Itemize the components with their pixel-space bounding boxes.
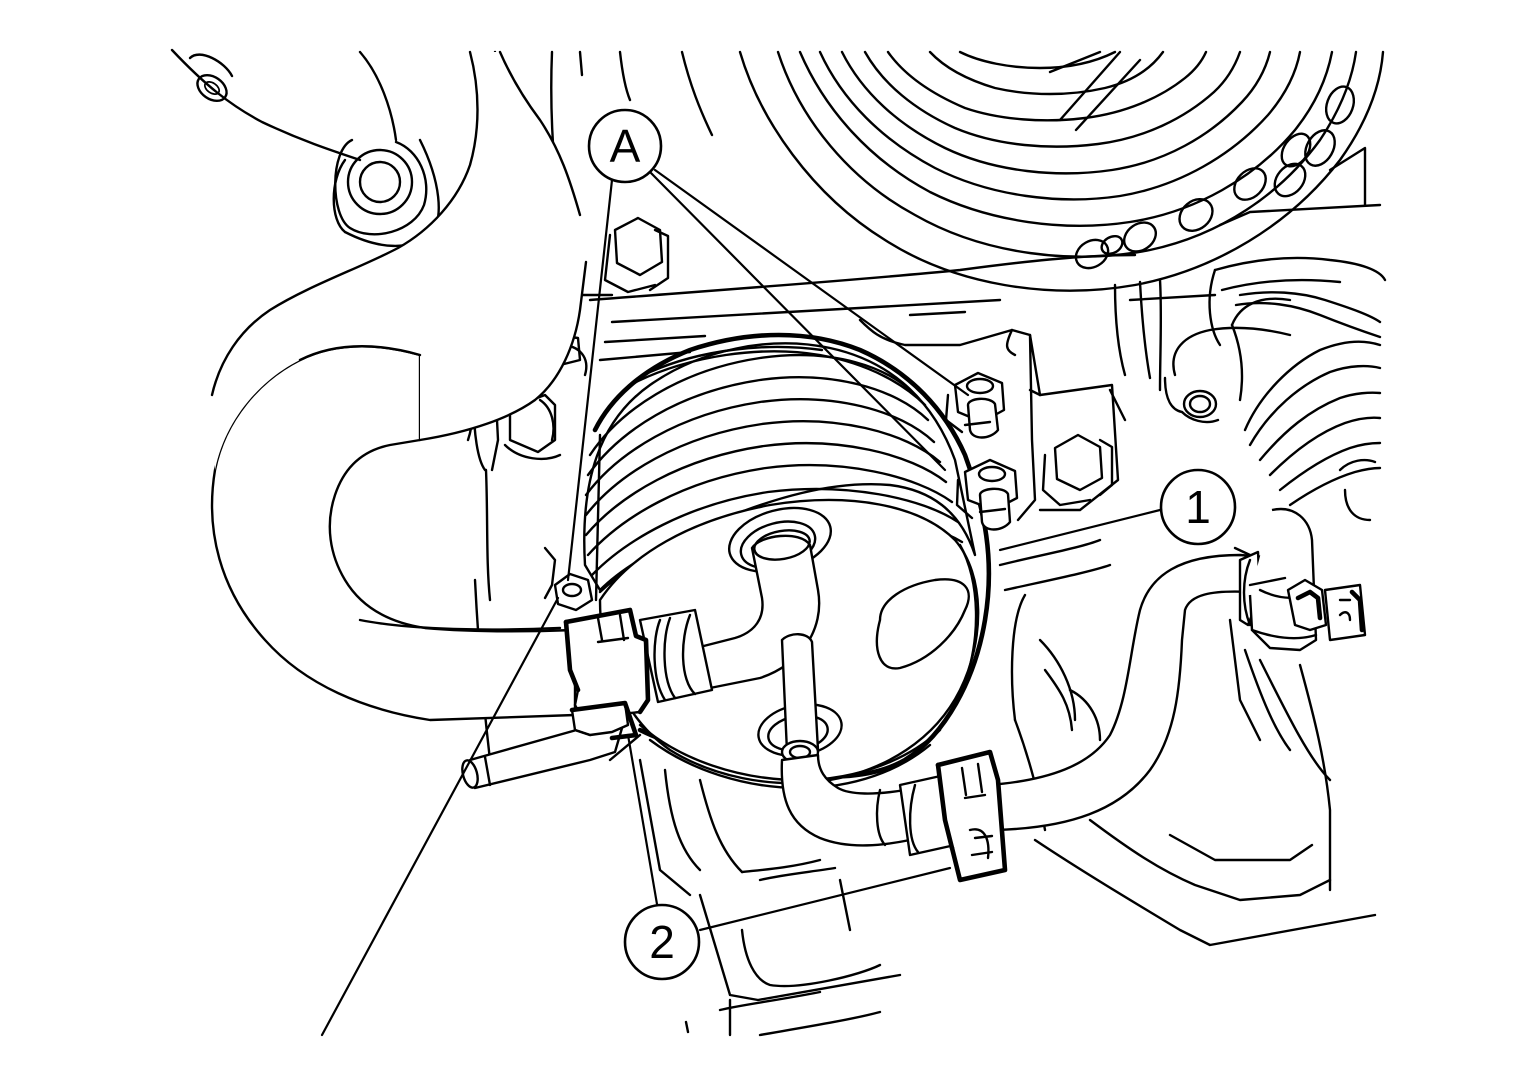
callout-a-leader-nut-upper: [653, 168, 970, 397]
right-hose-clamp: [935, 749, 1008, 883]
callout-a-label: A: [610, 120, 641, 172]
callout-a-group: A: [320, 108, 970, 1037]
callout-1-circle: [1159, 468, 1237, 546]
long-pipe: [988, 507, 1367, 832]
callout-1-group: 1: [998, 468, 1237, 552]
callout-1-leader: [998, 508, 1162, 552]
callout-a-leader-nut-lower: [648, 170, 947, 472]
callout-1-label: 1: [1185, 481, 1211, 533]
callout-a-leader-long: [320, 596, 560, 1037]
callout-2-group: 2: [623, 733, 952, 981]
left-hose-clamp: [563, 607, 651, 741]
callout-2-leader-left: [626, 733, 660, 912]
callout-2-leader-right: [698, 866, 952, 932]
callout-a-leader-nut-left: [566, 178, 614, 582]
callout-2-circle: [623, 903, 701, 981]
large-hose: [210, 50, 588, 722]
callout-2-label: 2: [649, 916, 675, 968]
callout-a-circle: [587, 108, 663, 184]
